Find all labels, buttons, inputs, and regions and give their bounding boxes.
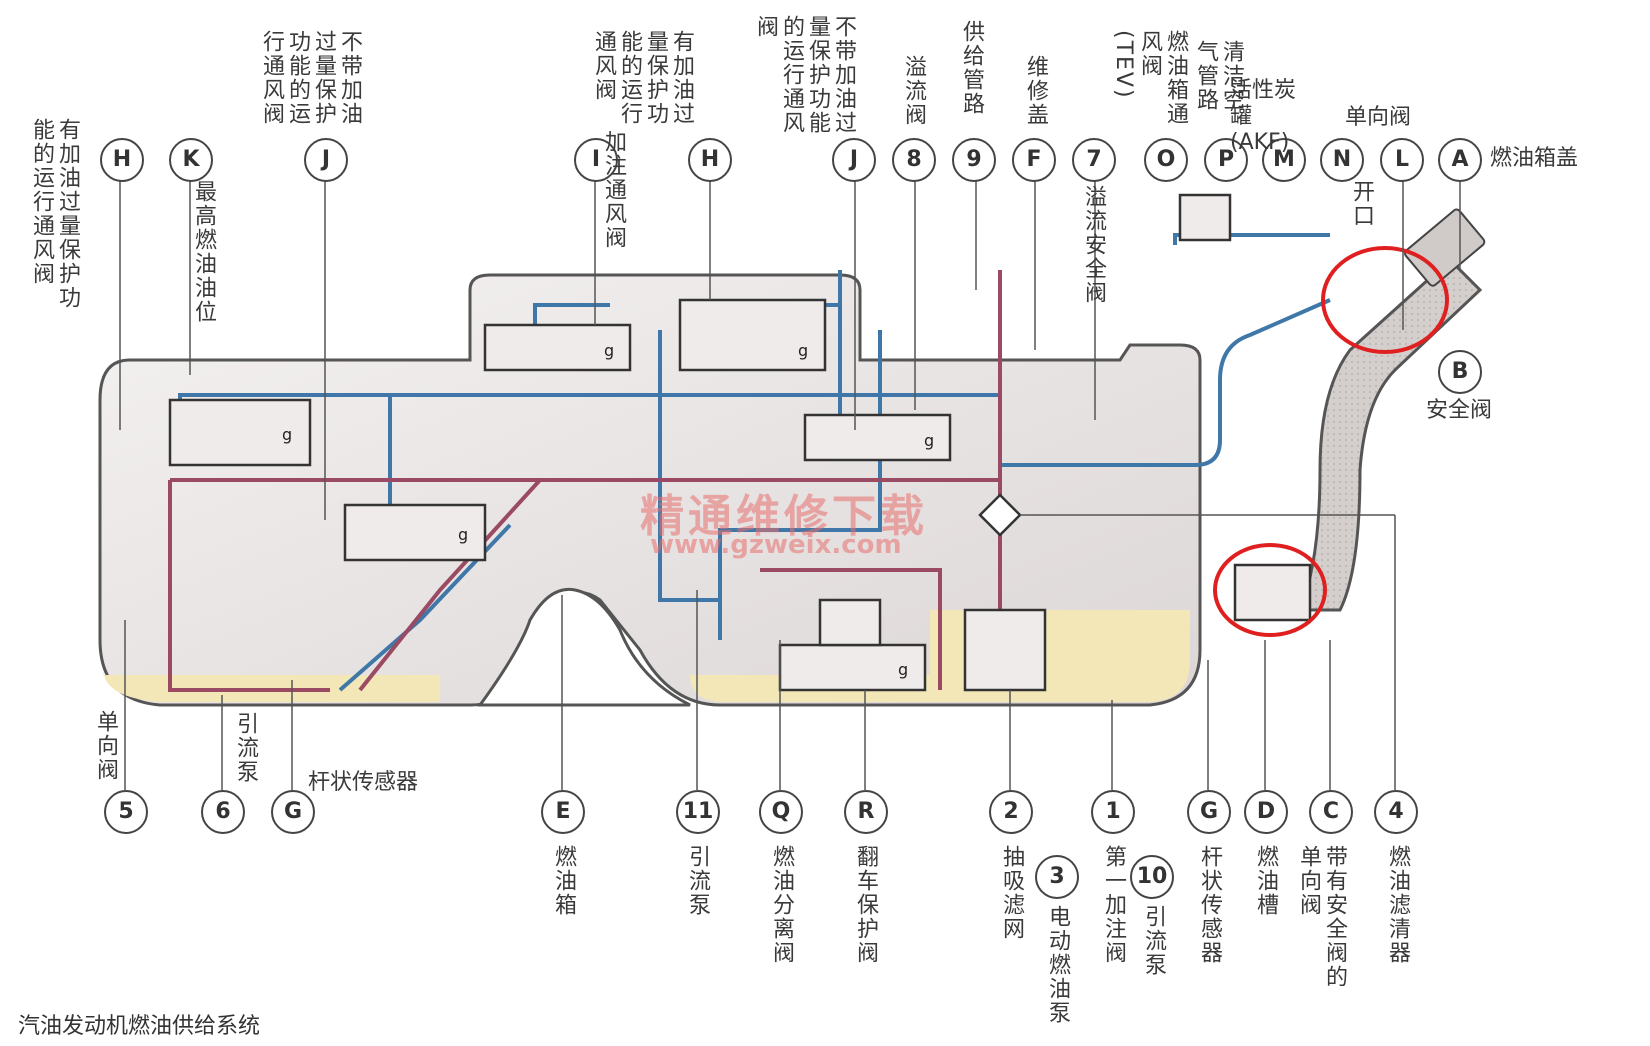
label-N: 开口	[1349, 180, 1374, 228]
label-7: 溢流安全阀	[1081, 185, 1106, 305]
callout-4: 4	[1374, 790, 1418, 834]
label-O: 燃油箱通风阀(TEV)	[1111, 30, 1188, 126]
label-F: 维修盖	[1023, 55, 1048, 127]
label-C: 带有安全阀的单向阀	[1296, 845, 1347, 989]
callout-2: 2	[989, 790, 1033, 834]
label-B: 安全阀	[1426, 398, 1493, 423]
label-11: 引流泵	[685, 845, 710, 917]
callout-D: D	[1244, 790, 1288, 834]
highlight-check-valve-C	[1213, 543, 1327, 637]
label-5: 单向阀	[93, 710, 118, 782]
callout-J-mid: J	[832, 138, 876, 182]
callout-A: A	[1438, 138, 1482, 182]
callout-11: 11	[676, 790, 720, 834]
label-K: 最高燃油油位	[191, 180, 216, 324]
label-P: 清洁空气管路	[1193, 40, 1244, 112]
fuel-filter	[978, 493, 1022, 537]
callout-H-left: H	[100, 138, 144, 182]
callout-O: O	[1144, 138, 1188, 182]
label-I: 加注通风阀	[601, 130, 626, 250]
svg-text:g: g	[282, 425, 292, 444]
label-A: 燃油箱盖	[1490, 146, 1579, 171]
filler-neck	[1297, 257, 1483, 612]
bottom-leaders	[124, 515, 1396, 790]
valve-boxes	[168, 193, 1312, 692]
callout-R: R	[844, 790, 888, 834]
label-E: 燃油箱	[551, 845, 576, 917]
fuel-lines	[168, 270, 1002, 692]
watermark-url: www.gzweix.com	[650, 530, 902, 560]
highlight-check-valve-L	[1321, 246, 1449, 354]
callout-H-mid: H	[688, 138, 732, 182]
label-9: 供给管路	[959, 20, 984, 116]
svg-text:g: g	[924, 431, 934, 450]
valve-marks: g g g g g g	[282, 341, 934, 679]
callout-8: 8	[892, 138, 936, 182]
callout-7: 7	[1072, 138, 1116, 182]
callout-K: K	[169, 138, 213, 182]
callout-3: 3	[1035, 855, 1079, 899]
label-4: 燃油滤清器	[1385, 845, 1410, 965]
label-H-mid: 有加油过量保护功能的运行通风阀	[591, 30, 694, 126]
label-M: 活性炭罐(AKF)	[1230, 78, 1297, 155]
callout-6: 6	[201, 790, 245, 834]
fuel-cap	[1404, 208, 1486, 287]
label-G-left: 杆状传感器	[308, 770, 419, 795]
label-G-right: 杆状传感器	[1197, 845, 1222, 965]
callout-10: 10	[1130, 855, 1174, 899]
label-3: 电动燃油泵	[1045, 905, 1070, 1025]
label-L: 单向阀	[1345, 105, 1412, 130]
svg-text:g: g	[898, 660, 908, 679]
callout-Q: Q	[759, 790, 803, 834]
svg-text:g: g	[604, 341, 614, 360]
callout-M: M	[1262, 138, 1306, 182]
callout-5: 5	[104, 790, 148, 834]
callout-E: E	[541, 790, 585, 834]
tank-tunnel	[477, 587, 691, 707]
label-1: 第一加注阀	[1101, 845, 1126, 965]
label-J-left: 不带加油过量保护功能的运行通风阀	[259, 30, 362, 126]
callout-C: C	[1309, 790, 1353, 834]
callout-F: F	[1012, 138, 1056, 182]
watermark-text: 精通维修下载	[640, 491, 928, 542]
callout-L: L	[1380, 138, 1424, 182]
callout-N: N	[1320, 138, 1364, 182]
label-10: 引流泵	[1141, 905, 1166, 977]
callout-P: P	[1204, 138, 1248, 182]
callout-G-left: G	[271, 790, 315, 834]
label-6: 引流泵	[233, 712, 258, 784]
callout-J-left: J	[304, 138, 348, 182]
callout-G-right: G	[1187, 790, 1231, 834]
label-2: 抽吸滤网	[999, 845, 1024, 941]
label-D: 燃油槽	[1253, 845, 1278, 917]
label-8: 溢流阀	[901, 55, 926, 127]
label-R: 翻车保护阀	[853, 845, 878, 965]
callout-9: 9	[952, 138, 996, 182]
callout-1: 1	[1091, 790, 1135, 834]
label-Q: 燃油分离阀	[769, 845, 794, 965]
svg-text:g: g	[798, 341, 808, 360]
callout-B: B	[1438, 350, 1482, 394]
top-leaders	[119, 180, 1461, 520]
label-J-mid: 不带加油过量保护功能的运行通风阀	[753, 15, 856, 135]
callout-I: I	[574, 138, 618, 182]
label-H-left: 有加油过量保护功能的运行通风阀	[29, 118, 80, 310]
figure-caption: 汽油发动机燃油供给系统	[18, 1014, 261, 1039]
svg-text:g: g	[458, 525, 468, 544]
